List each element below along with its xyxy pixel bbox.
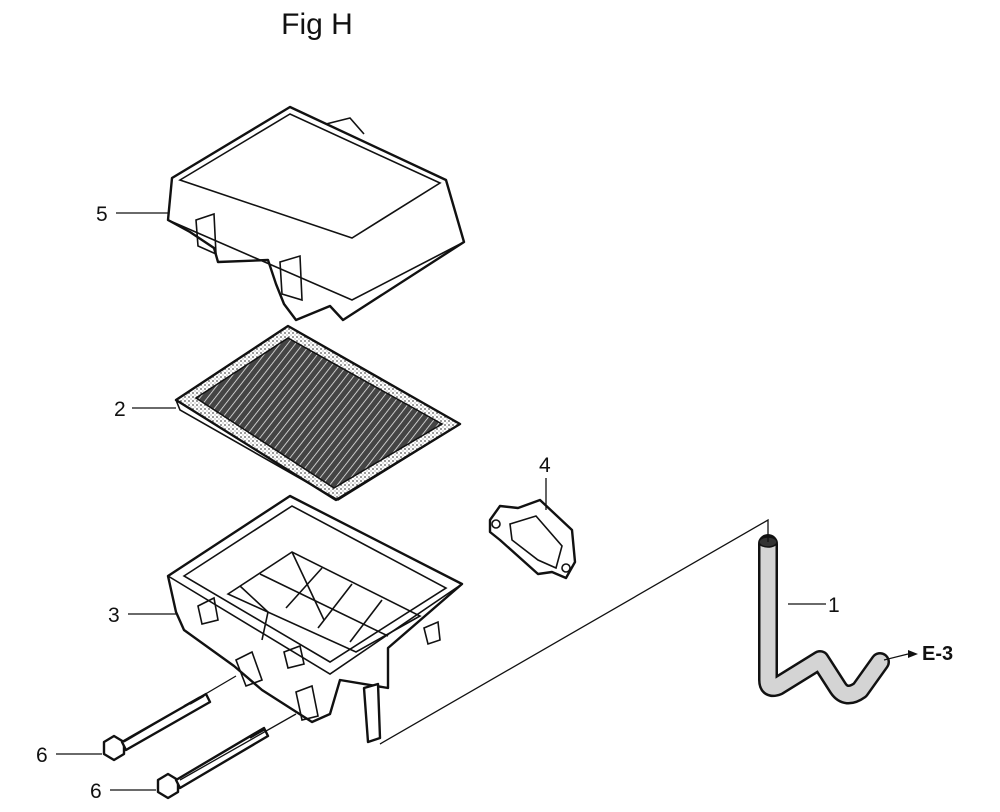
callout-part-5: 5 [96, 203, 108, 226]
callout-part-1: 1 [828, 594, 840, 617]
air-filter-element [174, 324, 462, 502]
callout-part-4: 4 [539, 454, 551, 477]
figure-title: Fig H [281, 8, 353, 41]
flange-bolt-lower [156, 726, 270, 800]
leader-lines [56, 212, 918, 791]
air-cleaner-cover [166, 105, 466, 322]
callout-part-6-upper: 6 [36, 744, 48, 767]
reference-label: E-3 [922, 643, 953, 665]
air-cleaner-case [166, 494, 464, 744]
callout-part-3: 3 [108, 604, 120, 627]
callout-part-2: 2 [114, 398, 126, 421]
callout-part-6-lower: 6 [90, 780, 102, 803]
gasket [488, 498, 577, 580]
breather-tube [758, 534, 890, 705]
flange-bolt-upper [102, 692, 212, 762]
